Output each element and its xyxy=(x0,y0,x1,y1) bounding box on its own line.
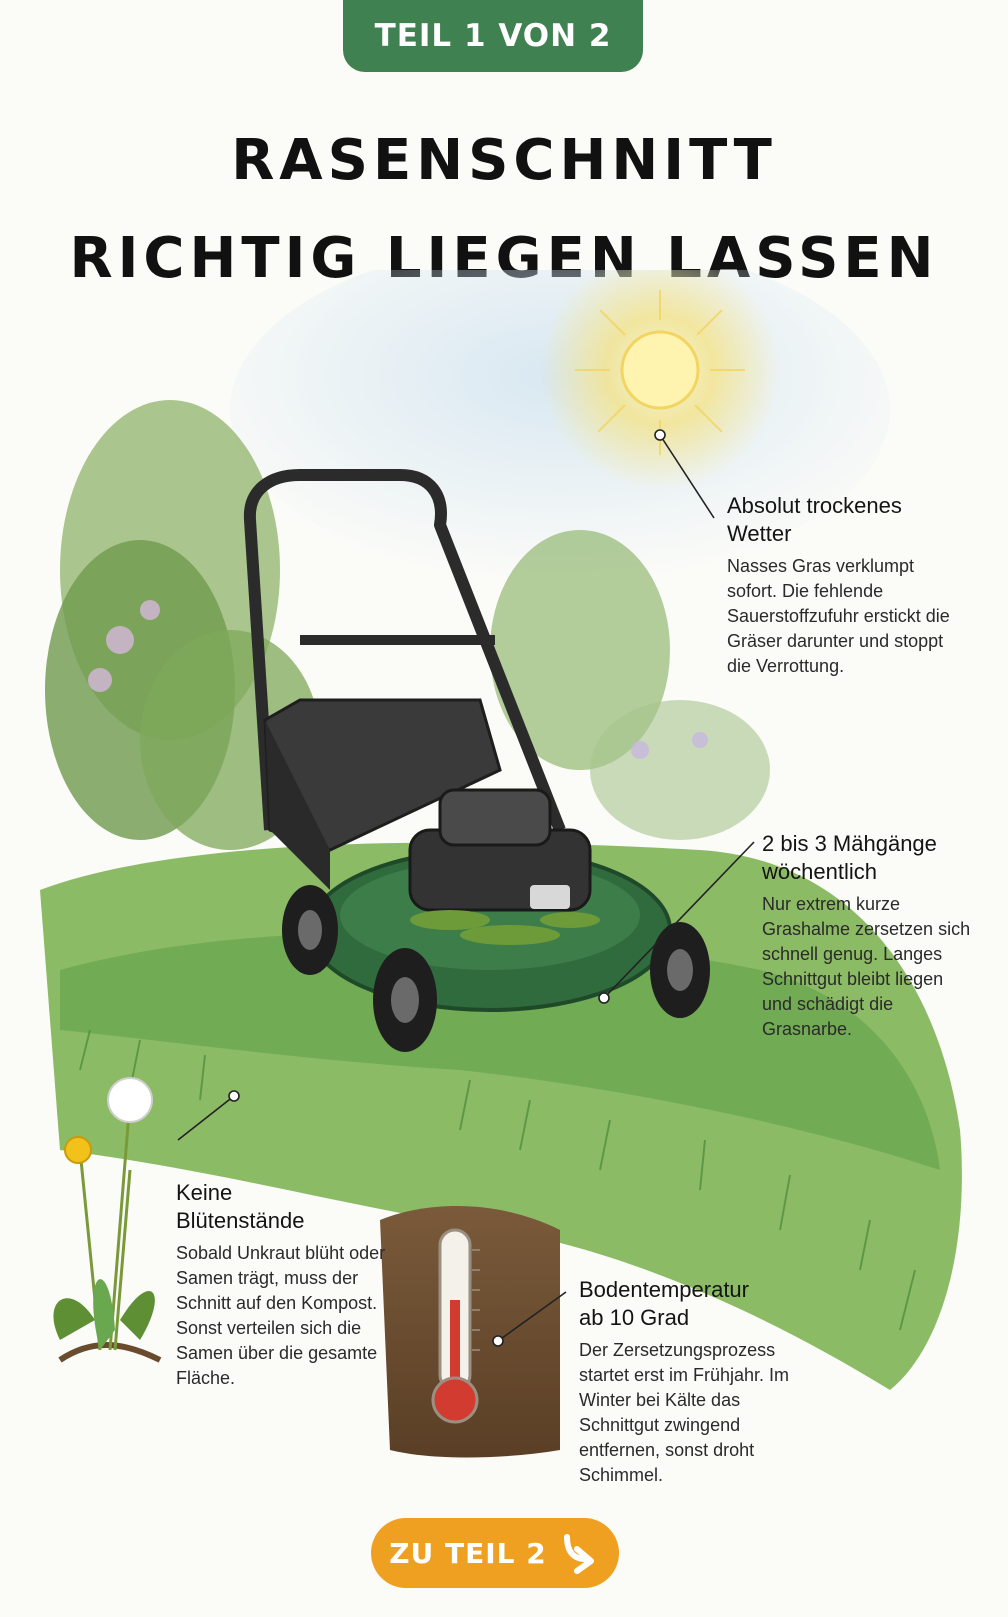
next-part-button[interactable]: ZU TEIL 2 xyxy=(371,1518,619,1588)
callout-mowing-frequency-title: 2 bis 3 Mähgänge wöchentlich xyxy=(762,831,937,884)
arrow-down-right-icon xyxy=(563,1534,594,1574)
next-part-button-label: ZU TEIL 2 xyxy=(389,1536,547,1570)
part-badge-label: TEIL 1 VON 2 xyxy=(374,18,612,54)
page-title: RASENSCHNITT RICHTIG LIEGEN LASSEN xyxy=(0,112,1008,308)
lawn-mower-illustration xyxy=(40,270,962,1458)
leader-lines xyxy=(177,429,755,1347)
callout-dry-weather-title: Absolut trockenes Wetter xyxy=(727,493,902,546)
callout-no-flowers-text: Sobald Unkraut blüht oder Samen trägt, m… xyxy=(176,1243,386,1388)
thermometer-icon xyxy=(431,1228,480,1424)
page-title-line-1: RASENSCHNITT xyxy=(231,128,777,193)
callout-dry-weather: Absolut trockenes Wetter Nasses Gras ver… xyxy=(727,492,959,679)
sun-icon xyxy=(540,270,780,490)
callout-no-flowers-title: Keine Blütenstände xyxy=(176,1180,305,1233)
lawn-mower-icon xyxy=(243,469,710,1052)
callout-soil-temperature: Bodentemperatur ab 10 Grad Der Zersetzun… xyxy=(579,1276,795,1488)
callout-soil-temperature-title: Bodentemperatur ab 10 Grad xyxy=(579,1277,749,1330)
callout-no-flowers: Keine Blütenstände Sobald Unkraut blüht … xyxy=(176,1179,388,1391)
shrub-left xyxy=(45,400,320,850)
shrub-right xyxy=(490,530,770,840)
part-badge: TEIL 1 VON 2 xyxy=(343,0,643,72)
callout-mowing-frequency-text: Nur extrem kurze Grashalme zersetzen sic… xyxy=(762,894,971,1039)
dandelion-icon xyxy=(53,1077,162,1363)
callout-soil-temperature-text: Der Zersetzungsprozess startet erst im F… xyxy=(579,1340,790,1485)
callout-mowing-frequency: 2 bis 3 Mähgänge wöchentlich Nur extrem … xyxy=(762,830,974,1042)
callout-dry-weather-text: Nasses Gras verklumpt sofort. Die fehlen… xyxy=(727,556,950,676)
